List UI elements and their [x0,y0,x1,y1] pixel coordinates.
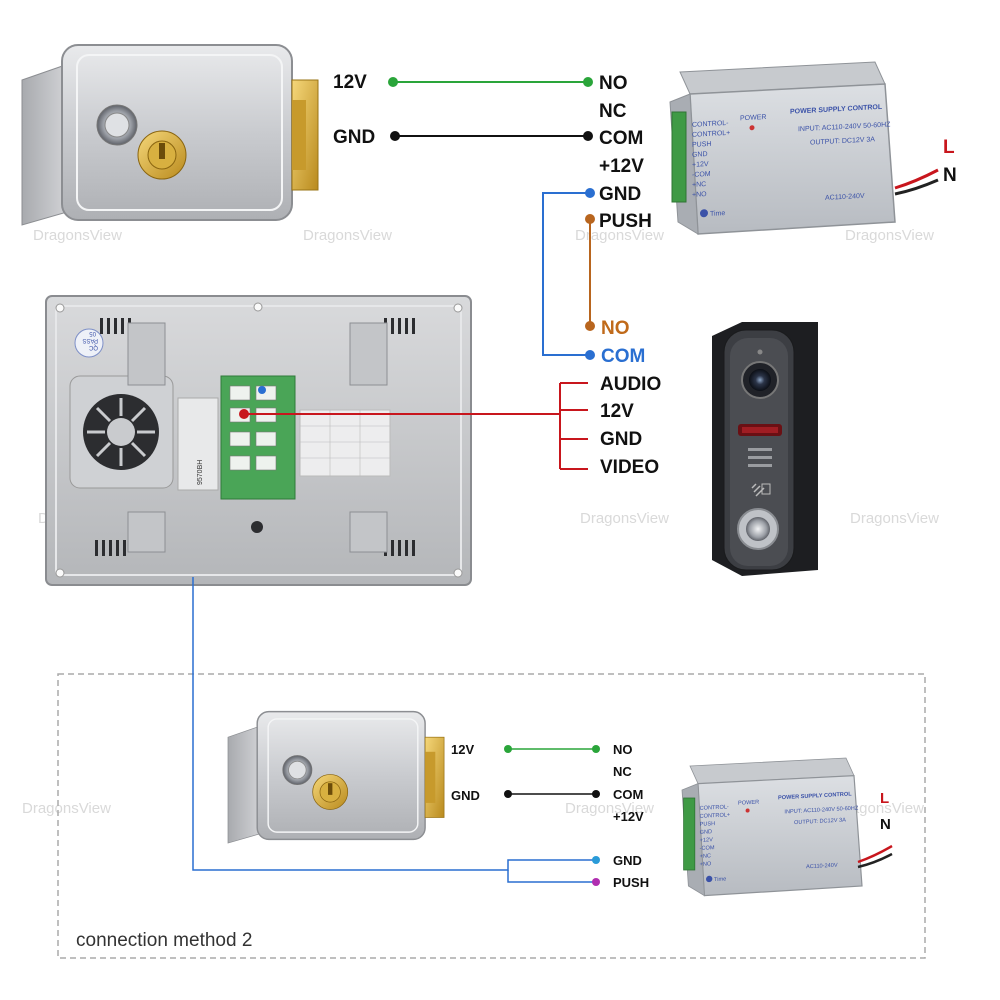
psu-no-label: NO [599,73,628,94]
psu-model: AC110-240V [825,193,865,202]
method2-psu-no-label: NO [613,742,633,757]
psu-gnd-label: GND [599,184,641,205]
method2-psu-push-label: PUSH [613,875,649,890]
electric-lock-image [21,44,319,226]
watermark: DragonsView [845,227,934,244]
power-supply-image: POWER SUPPLY CONTROL INPUT: AC110-240V 5… [669,61,896,235]
watermark: DragonsView [22,800,111,817]
svg-text:QC: QC [88,344,98,350]
svg-text:+12V: +12V [700,837,713,844]
watermark: DragonsView [580,510,669,527]
monitor-gnd-label: GND [600,429,642,450]
method2-frame [57,673,926,959]
svg-text:AC110-240V: AC110-240V [806,863,838,871]
method2-psu-com-label: COM [613,787,643,802]
indoor-monitor-image: QC PASS 05 [45,295,472,586]
svg-text:9570BH: 9570BH [197,460,204,485]
svg-text:GND: GND [692,151,708,159]
svg-text:+NC: +NC [692,181,706,189]
svg-text:+NC: +NC [700,853,711,860]
method2-lock-image [227,710,445,844]
method2-power-supply-image: POWER SUPPLY CONTROL INPUT: AC110-240V 5… [681,757,863,897]
svg-text:+NO: +NO [692,191,707,199]
method2-mains-cable [857,844,893,869]
exit-button-wires [542,188,595,360]
method2-caption: connection method 2 [76,930,252,951]
lock-12v-label: 12V [333,72,367,93]
watermark: DragonsView [303,227,392,244]
psu-push-label: PUSH [599,211,652,232]
svg-text:05: 05 [89,330,96,336]
svg-text:-COM: -COM [700,845,715,852]
method2-push-wire [507,870,596,883]
svg-text:+NO: +NO [700,861,712,868]
mains-n-label: N [943,165,957,186]
svg-text:PUSH: PUSH [692,141,711,149]
method2-psu-nc-label: NC [613,764,632,779]
svg-text:OUTPUT: DC12V 3A: OUTPUT: DC12V 3A [794,817,846,826]
svg-text:CONTROL+: CONTROL+ [692,130,730,139]
method2-mains-n-label: N [880,816,891,833]
mains-cable [894,168,939,196]
monitor-12v-label: 12V [600,401,634,422]
svg-text:+12V: +12V [692,161,709,169]
svg-text:GND: GND [700,829,712,836]
svg-text:POWER: POWER [738,800,759,807]
svg-text:Time: Time [714,876,726,883]
svg-text:PUSH: PUSH [700,821,716,828]
lock-gnd-label: GND [333,127,375,148]
watermark: DragonsView [33,227,122,244]
watermark: DragonsView [565,800,654,817]
psu-com-label: COM [599,128,643,149]
lock-wires [388,77,593,141]
svg-text:CONTROL-: CONTROL- [692,120,729,129]
psu-time: Time [710,210,725,218]
psu-12v-label: +12V [599,156,644,177]
method2-lock-12v-label: 12V [451,742,474,757]
psu-power: POWER [740,114,766,122]
psu-nc-label: NC [599,101,627,122]
method2-psu-gnd-label: GND [613,853,642,868]
method2-lock-wires [504,745,600,798]
monitor-wires [239,382,588,470]
svg-text:CONTROL-: CONTROL- [700,804,729,812]
method2-lock-gnd-label: GND [451,788,480,803]
psu-output: OUTPUT: DC12V 3A [810,136,875,146]
svg-text:INPUT: AC110-240V 50-60HZ: INPUT: AC110-240V 50-60HZ [784,806,858,816]
svg-text:CONTROL+: CONTROL+ [700,812,731,820]
doorbell-com-label: COM [601,346,645,367]
psu-title: POWER SUPPLY CONTROL [790,104,883,116]
svg-text:POWER SUPPLY CONTROL: POWER SUPPLY CONTROL [778,791,852,801]
psu-input: INPUT: AC110-240V 50-60HZ [798,121,891,133]
method2-mains-l-label: L [880,790,889,807]
method2-psu-12v-label: +12V [613,809,644,824]
svg-text:PASS: PASS [82,337,98,343]
audio-label: AUDIO [600,374,661,395]
svg-text:-COM: -COM [692,171,711,179]
video-label: VIDEO [600,457,659,478]
outdoor-doorbell-image [712,322,818,576]
watermark: DragonsView [575,227,664,244]
doorbell-no-label: NO [601,318,630,339]
mains-l-label: L [943,137,955,158]
watermark: DragonsView [850,510,939,527]
